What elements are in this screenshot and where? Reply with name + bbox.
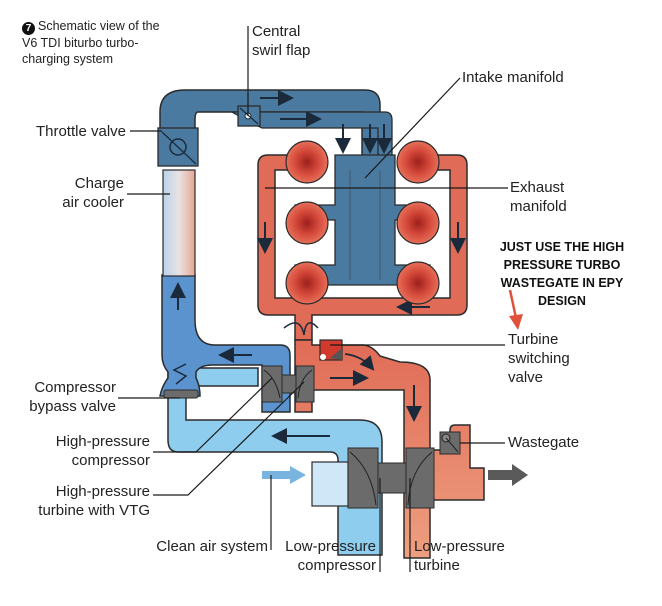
central-swirl-flap <box>237 105 261 127</box>
clean-air-arrow-icon <box>262 466 306 484</box>
label-throttle-valve: Throttle valve <box>35 123 126 140</box>
hp-turbocharger <box>261 365 315 403</box>
label-clean-air-system: Clean air system <box>156 538 268 555</box>
intake-duct <box>159 89 393 161</box>
leader-lines <box>118 26 508 572</box>
charge-air-duct <box>159 274 291 413</box>
exhaust-manifold <box>257 154 468 341</box>
cylinder-3 <box>285 201 329 245</box>
exhaust-duct <box>294 339 485 559</box>
label-wastegate: Wastegate <box>508 434 580 451</box>
cylinder-1 <box>285 140 329 184</box>
exhaust-outlet-arrow-icon <box>488 464 528 486</box>
clean-air-box <box>311 461 349 507</box>
throttle-valve <box>157 127 199 167</box>
label-intake-manifold: Intake manifold <box>462 69 564 86</box>
cylinders <box>285 140 440 305</box>
lp-turbocharger <box>347 447 435 509</box>
cylinder-2 <box>396 140 440 184</box>
charge-air-cooler <box>162 169 196 277</box>
cylinder-6 <box>396 261 440 305</box>
compressor-bypass-valve-body <box>163 389 199 399</box>
cylinder-5 <box>285 261 329 305</box>
turbine-switching-valve <box>319 339 343 361</box>
wastegate <box>439 431 461 455</box>
figure-number-badge: 7 <box>22 22 35 35</box>
cylinder-4 <box>396 201 440 245</box>
annotation-arrow <box>508 289 523 330</box>
